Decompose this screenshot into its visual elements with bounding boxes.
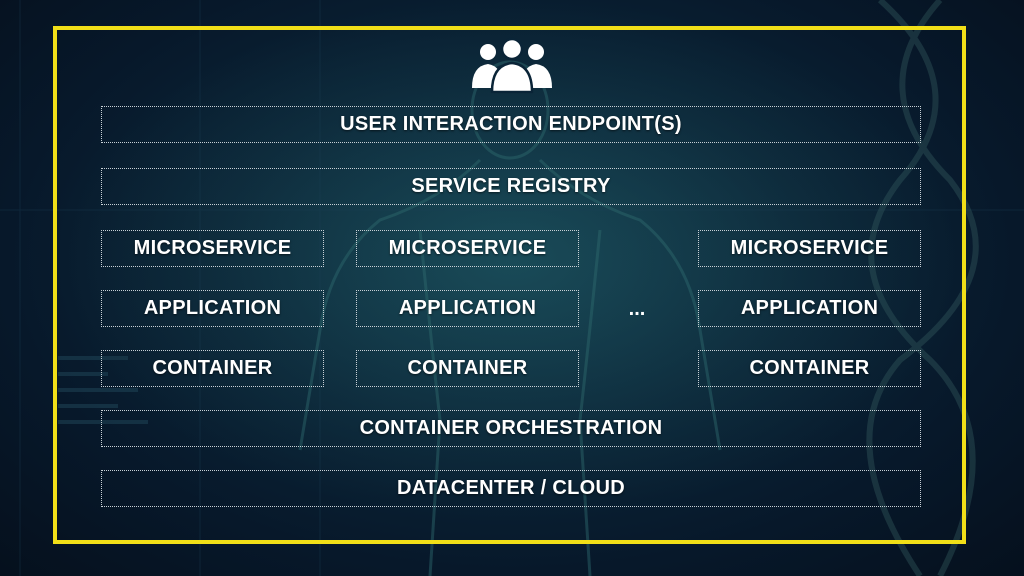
container-box-3: CONTAINER [698,350,921,387]
container-box-2: CONTAINER [356,350,579,387]
datacenter-cloud-layer: DATACENTER / CLOUD [101,470,921,507]
microservice-box-2: MICROSERVICE [356,230,579,267]
container-orchestration-layer: CONTAINER ORCHESTRATION [101,410,921,447]
ellipsis-more-columns: ... [628,298,646,320]
application-box-1: APPLICATION [101,290,324,327]
microservice-box-3: MICROSERVICE [698,230,921,267]
application-box-2: APPLICATION [356,290,579,327]
user-interaction-endpoints-layer: USER INTERACTION ENDPOINT(S) [101,106,921,143]
diagram-frame [53,26,966,544]
microservice-box-1: MICROSERVICE [101,230,324,267]
users-group-icon [472,37,552,94]
service-registry-layer: SERVICE REGISTRY [101,168,921,205]
application-box-3: APPLICATION [698,290,921,327]
container-box-1: CONTAINER [101,350,324,387]
